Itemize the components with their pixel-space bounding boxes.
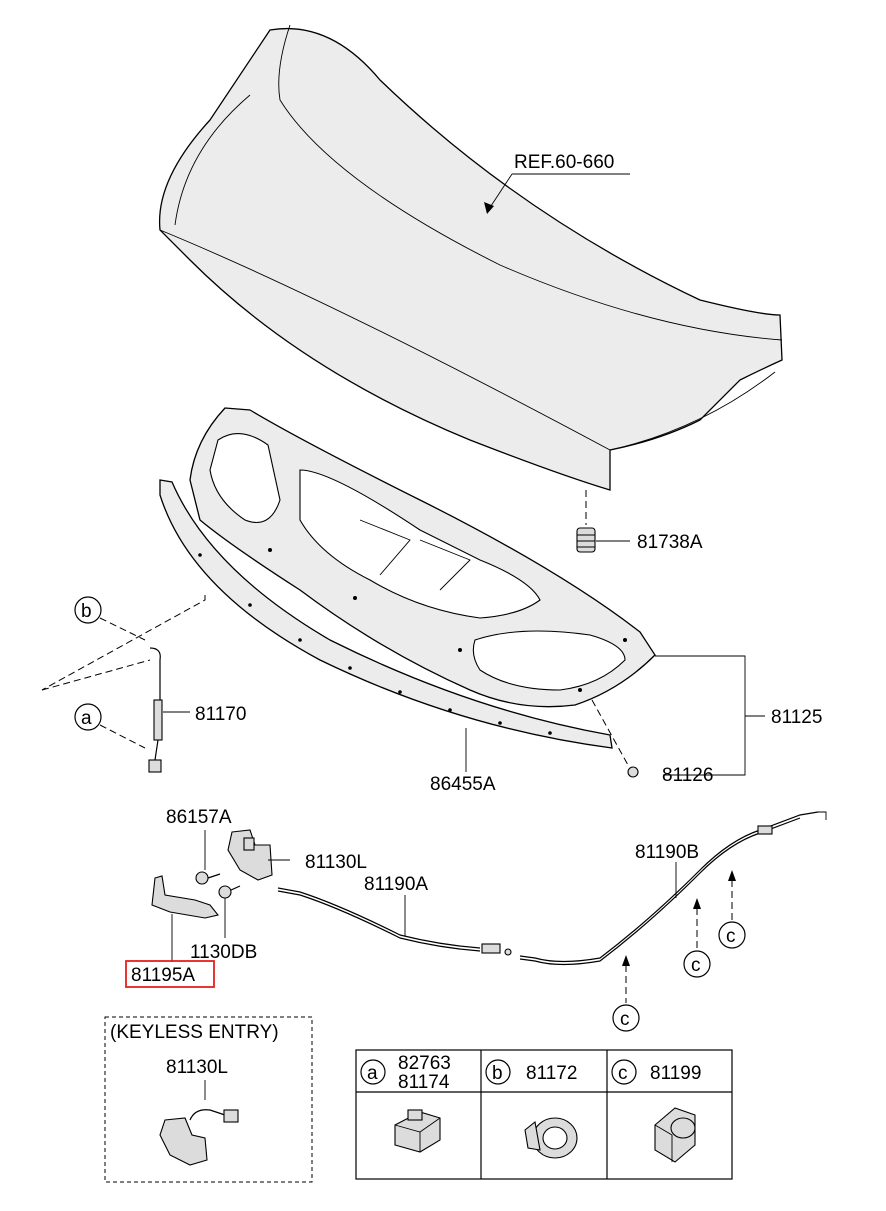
bolt-1130DB — [218, 885, 241, 899]
clip-a-icon — [394, 1109, 441, 1153]
grommet-b-icon — [524, 1117, 578, 1159]
legend-c-letter: c — [618, 1063, 628, 1084]
legend-c-part: 81199 — [650, 1063, 701, 1084]
callout-b: b — [81, 601, 92, 622]
callout-a: a — [81, 708, 92, 729]
part-86455A-label: 86455A — [430, 774, 496, 795]
part-81126-label: 81126 — [662, 765, 713, 786]
keyless-title: (KEYLESS ENTRY) — [110, 1022, 279, 1043]
legend-a-part1: 82763 — [398, 1053, 451, 1074]
legend-a-part2: 81174 — [398, 1072, 450, 1093]
part-86157A-label: 86157A — [166, 807, 232, 828]
part-81130L-label: 81130L — [305, 852, 367, 873]
clip-81126-icon — [627, 766, 639, 778]
part-1130DB-label: 1130DB — [190, 942, 257, 963]
hood-bumper — [576, 490, 630, 553]
part-81190B-label: 81190B — [635, 842, 699, 863]
keyless-latch — [159, 1109, 239, 1166]
callout-c-1: c — [620, 1009, 630, 1030]
legend-table — [355, 1049, 733, 1180]
keyless-entry-box — [104, 1016, 313, 1183]
keyless-part-label: 81130L — [166, 1057, 228, 1078]
callout-c-3: c — [726, 926, 736, 947]
bolt-86157A — [195, 871, 221, 885]
part-81170-label: 81170 — [195, 704, 246, 725]
legend-b-letter: b — [492, 1063, 503, 1084]
hood-stay-rod — [148, 647, 163, 773]
callout-c-2: c — [691, 955, 701, 976]
part-81190A-label: 81190A — [364, 874, 428, 895]
hood-panel — [158, 24, 783, 491]
part-81125-label: 81125 — [771, 707, 822, 728]
clip-c-icon — [654, 1107, 696, 1163]
part-81738A-label: 81738A — [637, 532, 703, 553]
hood-latch — [227, 829, 290, 881]
hood-striker — [151, 875, 219, 919]
legend-a-letter: a — [367, 1063, 378, 1084]
hood-insulator — [189, 407, 656, 708]
ref-label: REF.60-660 — [514, 152, 614, 173]
part-81195A-label: 81195A — [131, 965, 195, 986]
highlight-box — [125, 960, 215, 988]
hood-weatherstrip — [159, 479, 613, 749]
release-cable — [277, 811, 827, 966]
legend-b-part: 81172 — [526, 1063, 577, 1084]
